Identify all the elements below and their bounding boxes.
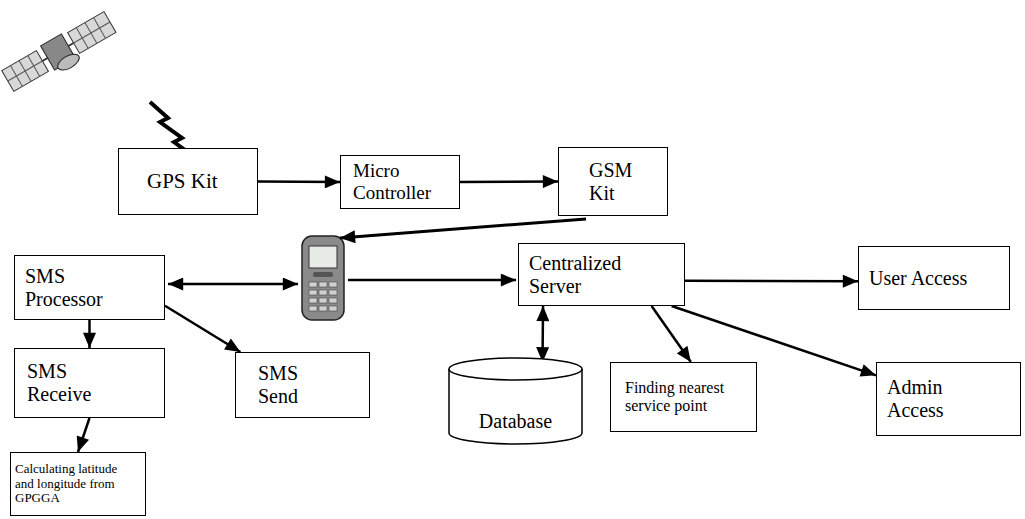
database-cylinder: Database	[448, 357, 583, 445]
satellite-icon	[1, 10, 120, 98]
connector-arrow	[88, 320, 91, 348]
gsm-to-phone-arrow	[340, 219, 586, 238]
connector-arrow	[78, 418, 90, 452]
phone-to-server-arrow	[348, 279, 516, 282]
hardware-box: GPS Kit	[118, 148, 258, 215]
connector-arrow	[685, 280, 858, 283]
box-label: Database	[479, 410, 552, 433]
mobile-phone-icon	[302, 236, 344, 320]
connector-arrow	[541, 306, 544, 362]
box-label: User Access	[869, 267, 969, 290]
connector-arrow	[258, 180, 340, 183]
connector-arrow	[165, 306, 240, 352]
connector-arrow	[460, 180, 558, 183]
phone-sms-link-arrow	[168, 283, 298, 286]
box-label: Admin Access	[887, 376, 980, 422]
box-label: GPS Kit	[147, 169, 251, 193]
box-label: Centralized Server	[529, 252, 644, 298]
box-label: Micro Controller	[353, 160, 453, 204]
box-label: SMS Send	[258, 362, 339, 408]
process-box: SMS Receive	[14, 348, 165, 418]
process-box: SMS Send	[235, 352, 370, 418]
process-box: SMS Processor	[14, 255, 165, 320]
access-box: Admin Access	[876, 362, 1021, 436]
process-box: Calculating latitude and longitude from …	[10, 452, 146, 516]
box-label: SMS Processor	[25, 265, 134, 311]
box-label: Calculating latitude and longitude from …	[15, 462, 139, 507]
hardware-box: Micro Controller	[340, 155, 460, 209]
hardware-box: GSM Kit	[558, 147, 668, 216]
server-box: Centralized Server	[518, 243, 685, 306]
connector-arrow	[652, 306, 691, 362]
cylinder-rim	[449, 369, 582, 380]
process-box: Finding nearest service point	[610, 362, 757, 432]
access-box: User Access	[858, 246, 1010, 310]
cylinder-body	[449, 358, 582, 444]
box-label: GSM Kit	[589, 159, 645, 205]
box-label: SMS Receive	[27, 360, 124, 406]
box-label: Finding nearest service point	[625, 379, 744, 416]
